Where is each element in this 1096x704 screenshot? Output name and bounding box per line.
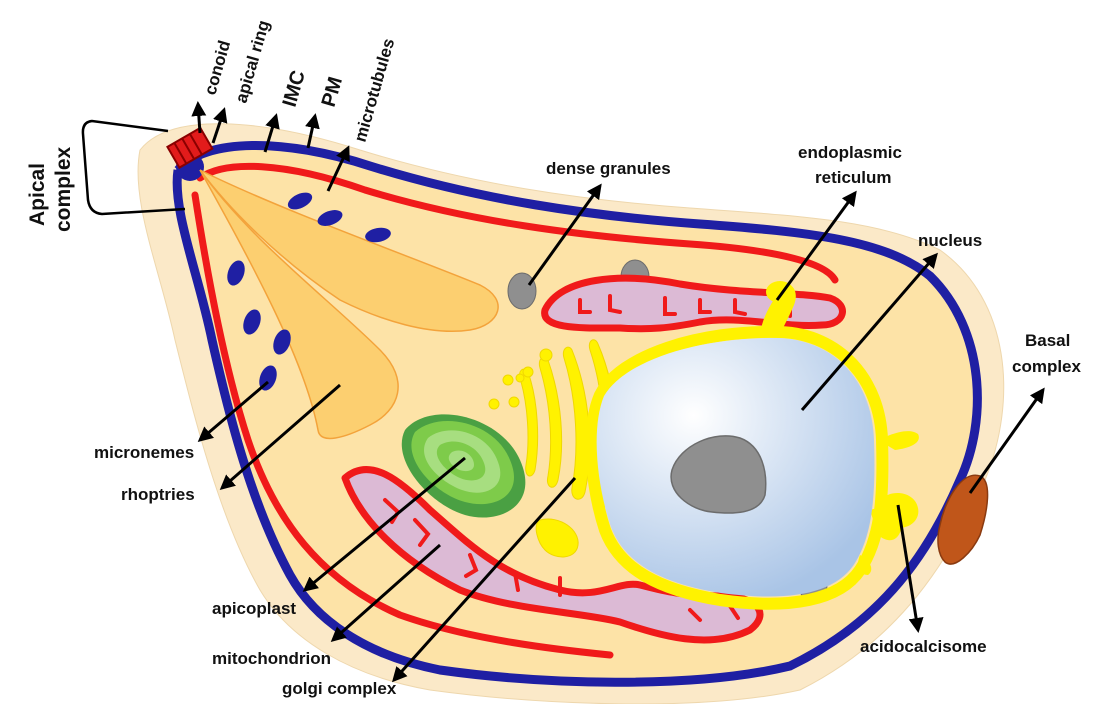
label-micronemes: micronemes bbox=[94, 443, 194, 462]
label-acidocalcisome: acidocalcisome bbox=[860, 637, 987, 656]
label-mitochondrion: mitochondrion bbox=[212, 649, 331, 668]
label-basal-2: complex bbox=[1012, 357, 1082, 376]
label-apical-ring: apical ring bbox=[232, 18, 274, 105]
label-basal-1: Basal bbox=[1025, 331, 1070, 350]
label-er-1: endoplasmic bbox=[798, 143, 902, 162]
label-dense-granules: dense granules bbox=[546, 159, 671, 178]
label-nucleus: nucleus bbox=[918, 231, 982, 250]
label-pm: PM bbox=[318, 74, 347, 109]
label-imc: IMC bbox=[279, 68, 310, 109]
label-apical-complex-1: Apical bbox=[26, 163, 49, 226]
label-microtubules: microtubules bbox=[351, 36, 399, 144]
label-conoid: conoid bbox=[201, 38, 235, 97]
label-golgi: golgi complex bbox=[282, 679, 397, 698]
label-rhoptries: rhoptries bbox=[121, 485, 195, 504]
label-apicoplast: apicoplast bbox=[212, 599, 296, 618]
label-apical-complex-2: complex bbox=[52, 146, 75, 232]
label-er-2: reticulum bbox=[815, 168, 892, 187]
